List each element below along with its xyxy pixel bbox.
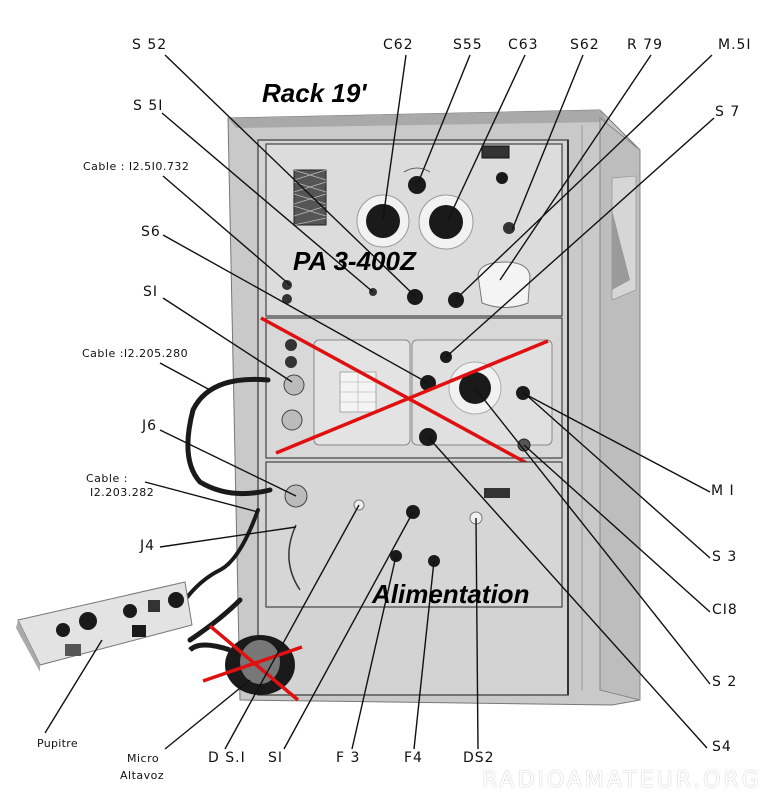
label-s3: S 3 [712,549,738,565]
label-pupitre: Pupitre [37,737,78,750]
label-s62: S62 [570,37,600,53]
label-m51: M.5I [718,37,752,53]
watermark: RADIOAMATEUR.ORG [482,768,762,793]
label-s55: S55 [453,37,483,53]
c62-knob [366,204,400,238]
pupitre-box [16,581,193,672]
label-cable-12510732: Cable : I2.5I0.732 [83,160,190,173]
label-c62: C62 [383,37,414,53]
label-f3: F 3 [336,750,361,766]
microphone [188,624,303,702]
label-cable-12203282-line1: Cable : [86,472,128,485]
label-c63: C63 [508,37,539,53]
label-s52: S 52 [132,37,168,53]
c63-knob [429,205,463,239]
label-m1: M I [711,483,735,499]
label-s51: S 5I [133,98,164,114]
label-micro-line2: Altavoz [120,769,165,782]
label-j6: J6 [142,418,158,434]
power-supply-title: Alimentation [372,579,530,609]
leader-lines [44,54,715,750]
label-ds2: DS2 [463,750,495,766]
power-panel [265,461,563,608]
label-f4: F4 [404,750,423,766]
pa-title: PA 3-400Z [293,246,416,276]
crossed-panel [260,316,563,475]
label-s1-bottom: SI [268,750,284,766]
label-j4: J4 [140,538,156,554]
label-r79: R 79 [627,37,663,53]
rack-title: Rack 19' [262,78,367,108]
label-cable-12205280: Cable :I2.205.280 [82,347,189,360]
label-s2: S 2 [712,674,738,690]
label-s6: S6 [141,224,161,240]
pa-panel [265,143,563,317]
label-s4: S4 [712,739,732,755]
label-c18: CI8 [712,602,738,618]
label-s7: S 7 [715,104,741,120]
label-cable-12203282-line2: I2.203.282 [90,486,155,499]
label-ds1: D S.I [208,750,246,766]
label-s1-top: SI [143,284,159,300]
label-micro-line1: Micro [127,752,160,765]
